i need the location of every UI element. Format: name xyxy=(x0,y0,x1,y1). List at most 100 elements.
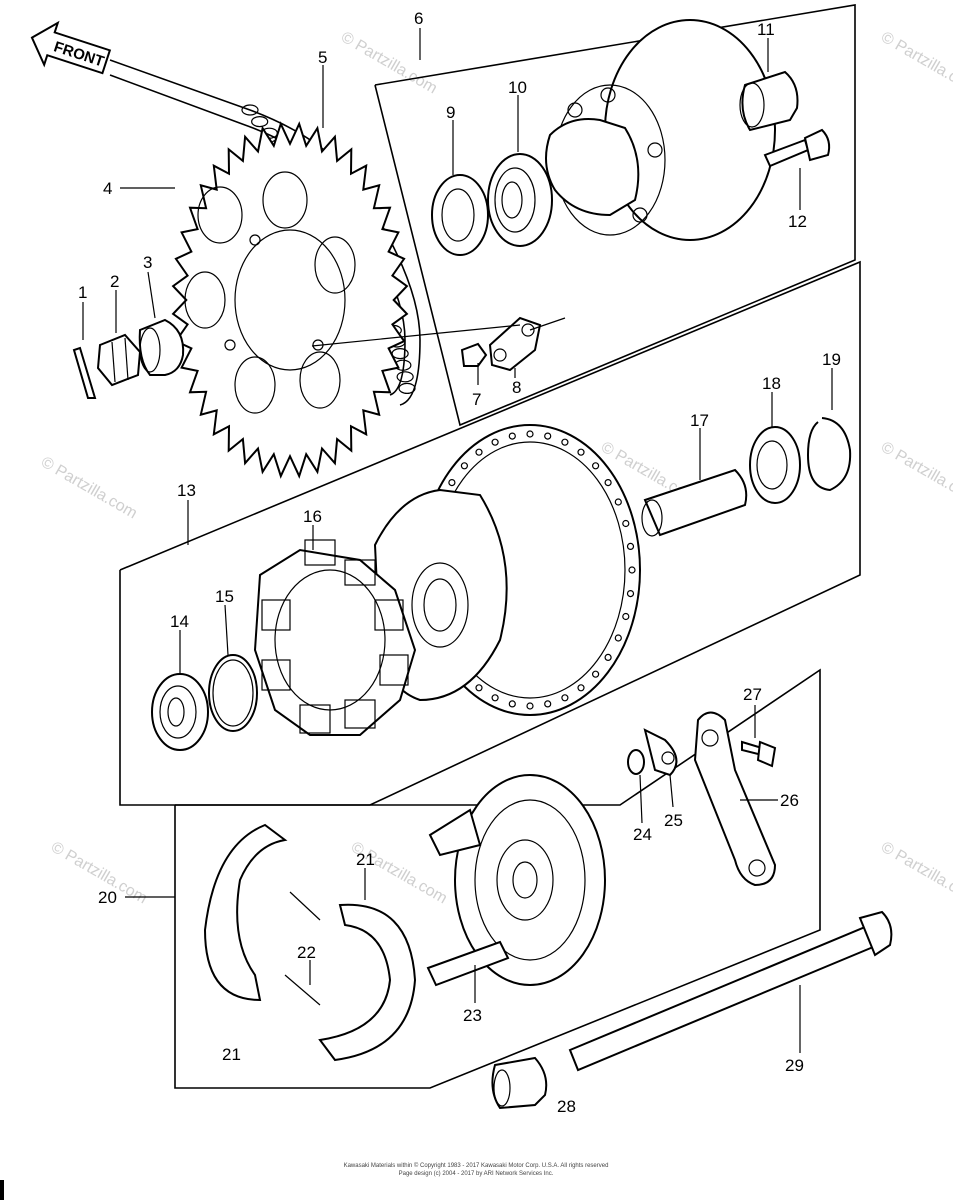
group-frame-wheel xyxy=(119,260,861,806)
o-ring-15 xyxy=(208,654,258,732)
callout-6: 6 xyxy=(414,9,423,28)
bolt-12 xyxy=(763,128,831,168)
spoke-hole xyxy=(491,438,499,446)
callout-16: 16 xyxy=(303,507,322,526)
callout-14: 14 xyxy=(170,612,189,631)
spoke-hole xyxy=(626,542,635,551)
spoke-hole xyxy=(526,702,534,710)
chain-link xyxy=(241,104,259,116)
collar xyxy=(138,318,185,376)
spoke-hole xyxy=(604,653,612,662)
brake-cam xyxy=(426,940,510,987)
spoke-hole xyxy=(622,519,630,528)
spoke-hole xyxy=(604,479,612,487)
sprocket-hub xyxy=(545,19,776,241)
callout-25: 25 xyxy=(664,811,683,830)
callout-24: 24 xyxy=(633,825,652,844)
spoke-hole xyxy=(561,694,569,702)
watermark: © Partzilla.com xyxy=(878,839,953,908)
spoke-hole xyxy=(614,634,622,642)
callout-7: 7 xyxy=(472,390,481,409)
bearing-14 xyxy=(151,673,209,751)
axle-29 xyxy=(568,910,893,1072)
callout-1: 1 xyxy=(78,283,87,302)
callout-22: 22 xyxy=(297,943,316,962)
chain-link xyxy=(251,115,269,128)
leader-lines xyxy=(82,28,833,1053)
spoke-hole xyxy=(491,694,499,702)
callout-11: 11 xyxy=(757,20,775,39)
seal-24 xyxy=(627,749,645,775)
spoke-hole xyxy=(544,432,552,440)
callout-10: 10 xyxy=(508,78,527,97)
callout-13: 13 xyxy=(177,481,196,500)
collar-28 xyxy=(491,1056,548,1110)
spoke-hole xyxy=(622,612,630,621)
collar-11 xyxy=(739,70,799,132)
callout-20: 20 xyxy=(98,888,117,907)
callout-3: 3 xyxy=(143,253,152,272)
spoke-hole xyxy=(475,684,483,692)
watermark: © Partzilla.com xyxy=(878,439,953,508)
spoke-hole xyxy=(561,438,569,446)
wheel-hub xyxy=(373,424,641,716)
chain-link xyxy=(398,382,416,394)
nut-7 xyxy=(460,342,488,367)
bearing-18 xyxy=(749,426,801,504)
spoke-hole xyxy=(577,448,585,456)
chain-link xyxy=(391,348,409,360)
callout-9: 9 xyxy=(446,103,455,122)
lock-plate-8 xyxy=(488,316,542,372)
watermark: © Partzilla.com xyxy=(878,29,953,98)
spoke-hole xyxy=(526,430,534,438)
spoke-hole xyxy=(448,479,456,487)
callout-5: 5 xyxy=(318,48,327,67)
callout-26: 26 xyxy=(780,791,799,810)
callout-21b: 21 xyxy=(222,1045,241,1064)
spoke-hole xyxy=(591,462,600,470)
callout-18: 18 xyxy=(762,374,781,393)
watermark: © Partzilla.com xyxy=(338,29,440,98)
spoke-hole xyxy=(508,700,516,708)
callout-19: 19 xyxy=(822,350,841,369)
hub-damper xyxy=(253,539,417,736)
watermark: © Partzilla.com xyxy=(38,454,140,523)
bearing-10 xyxy=(487,153,553,247)
spoke-hole xyxy=(577,684,585,692)
callout-2: 2 xyxy=(110,272,119,291)
spoke-hole xyxy=(475,448,483,456)
callout-28: 28 xyxy=(557,1097,576,1116)
oil-seal-9 xyxy=(431,174,489,256)
footer-copyright: Kawasaki Materials within © Copyright 19… xyxy=(344,1162,609,1169)
spoke-hole xyxy=(460,462,468,470)
circlip-19 xyxy=(806,417,852,492)
spoke-hole xyxy=(591,670,600,678)
callout-15: 15 xyxy=(215,587,234,606)
callout-8: 8 xyxy=(512,378,521,397)
spoke-hole xyxy=(544,700,552,708)
spoke-hole xyxy=(508,432,516,440)
callout-4: 4 xyxy=(103,179,112,198)
bolt-27 xyxy=(741,740,777,768)
brake-panel xyxy=(428,774,606,986)
footer-design: Page design (c) 2004 - 2017 by ARI Netwo… xyxy=(399,1171,554,1177)
spoke-hole xyxy=(614,498,622,506)
brake-lever-26 xyxy=(693,711,777,887)
rear-sprocket xyxy=(171,121,409,479)
indicator-25 xyxy=(643,728,678,777)
front-arrow-icon: FRONT xyxy=(30,20,112,75)
cotter-pin xyxy=(72,346,97,399)
callout-12: 12 xyxy=(788,212,807,231)
spacer-17 xyxy=(641,468,748,537)
edge-mark xyxy=(0,1180,4,1200)
callout-17: 17 xyxy=(690,411,709,430)
group-frame-brake xyxy=(174,668,821,1089)
callout-29: 29 xyxy=(785,1056,804,1075)
callout-21a: 21 xyxy=(356,850,375,869)
spoke-hole xyxy=(626,589,635,598)
axle-nut xyxy=(96,333,142,387)
callout-labels: 1 2 3 4 5 6 7 8 9 10 11 12 13 14 15 16 1… xyxy=(78,9,841,1116)
spoke-hole xyxy=(628,566,636,574)
chain-link xyxy=(396,371,414,383)
